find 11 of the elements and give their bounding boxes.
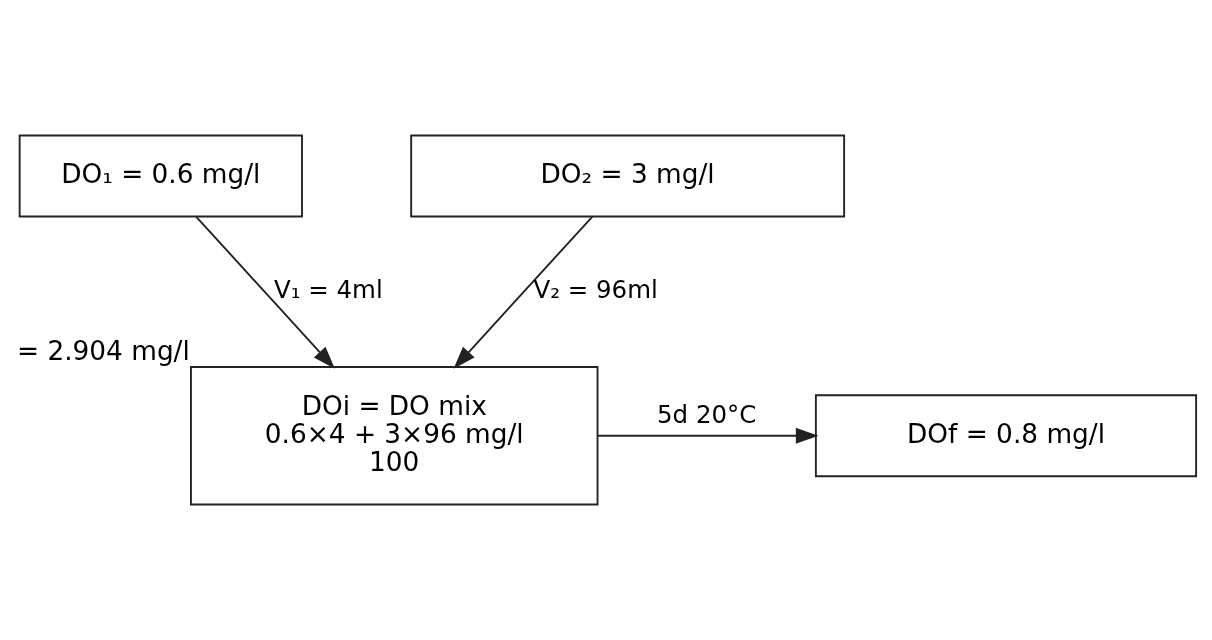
arrow <box>597 427 819 444</box>
arrow <box>195 215 335 369</box>
node-box: DOf = 0.8 mg/l <box>814 394 1198 478</box>
node-box: DO₁ = 0.6 mg/l <box>18 134 303 218</box>
edge-label: V₁ = 4ml <box>273 275 383 305</box>
edge-label: 5d 20°C <box>657 400 757 430</box>
arrow <box>453 215 594 369</box>
edge-label: V₂ = 96ml <box>533 275 658 305</box>
node-label: = 2.904 mg/l <box>17 335 190 366</box>
node-box: DOi = DO mix 0.6×4 + 3×96 mg/l 100 <box>190 366 599 506</box>
node-box: DO₂ = 3 mg/l <box>410 134 846 218</box>
